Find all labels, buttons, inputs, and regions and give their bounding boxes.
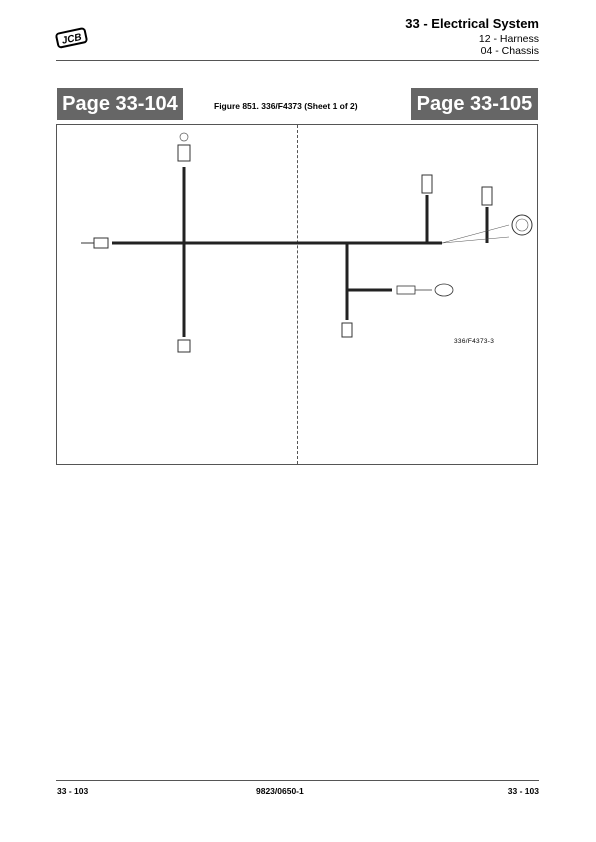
harness-drawing bbox=[81, 132, 533, 353]
section-title: 33 - Electrical System bbox=[405, 16, 539, 31]
footer-rule bbox=[56, 780, 539, 781]
bottom-connector-right bbox=[341, 322, 353, 338]
footer-page-left: 33 - 103 bbox=[57, 786, 89, 796]
footer-doc-number: 9823/0650-1 bbox=[256, 786, 304, 796]
figure-caption: Figure 851. 336/F4373 (Sheet 1 of 2) bbox=[214, 101, 358, 111]
top-connector-cap-left bbox=[179, 132, 189, 142]
subsubsection-title: 04 - Chassis bbox=[480, 45, 539, 57]
upper-connector-b bbox=[481, 186, 493, 206]
left-trunk-connector bbox=[93, 237, 109, 249]
jcb-logo: JCB bbox=[55, 27, 88, 49]
page-link-right[interactable]: Page 33-105 bbox=[411, 88, 538, 120]
sheet-divider-line bbox=[297, 125, 298, 464]
top-connector-left bbox=[177, 144, 191, 162]
end-round-connector bbox=[511, 214, 533, 236]
svg-text:JCB: JCB bbox=[61, 32, 83, 47]
header-rule bbox=[56, 60, 539, 61]
inline-component bbox=[396, 285, 416, 295]
bottom-connector-left bbox=[177, 339, 191, 353]
upper-connector-a bbox=[421, 174, 433, 194]
figure-reference: 336/F4373-3 bbox=[454, 338, 495, 345]
subsection-title: 12 - Harness bbox=[478, 33, 539, 45]
page-link-left[interactable]: Page 33-104 bbox=[57, 88, 183, 120]
footer-page-right: 33 - 103 bbox=[507, 786, 539, 796]
harness-diagram: 336/F4373-3 bbox=[56, 124, 538, 465]
round-sensor bbox=[434, 283, 454, 297]
